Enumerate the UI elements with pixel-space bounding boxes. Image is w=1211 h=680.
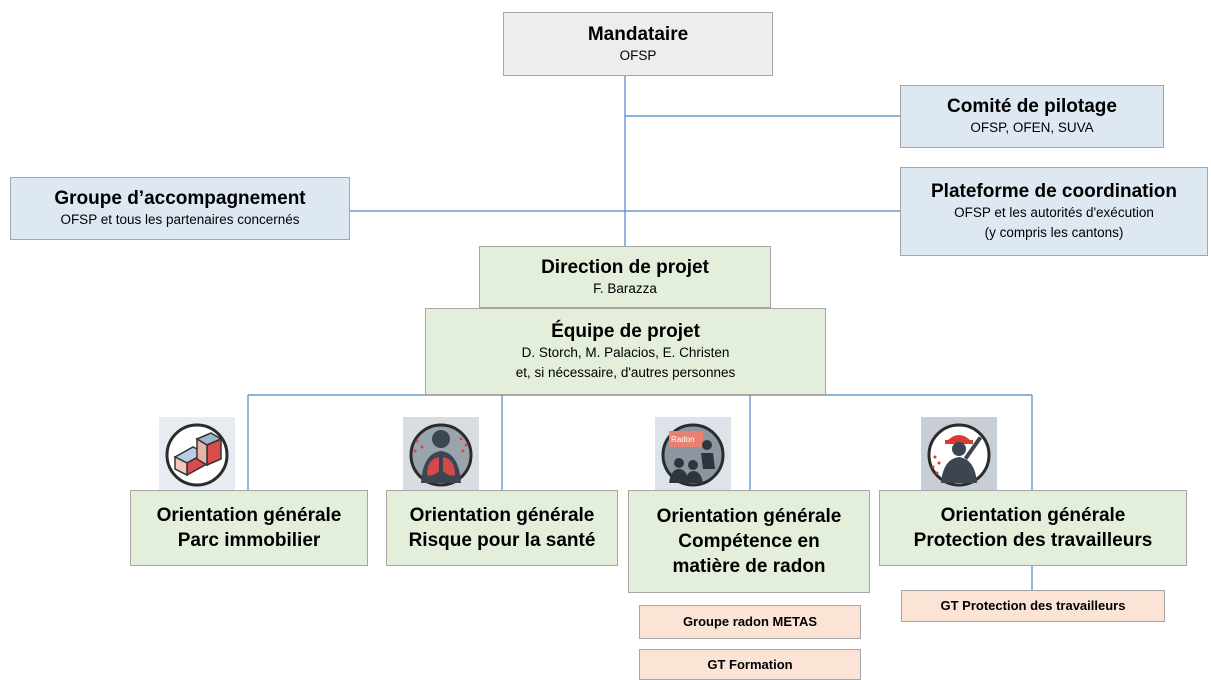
orientation-3-line2: Compétence en	[678, 531, 820, 552]
gt-formation-box: GT Formation	[639, 649, 861, 680]
orientation-2-line1: Orientation générale	[409, 505, 595, 526]
equipe-sub2: et, si nécessaire, d'autres personnes	[515, 365, 736, 380]
comite-title: Comité de pilotage	[947, 96, 1117, 117]
direction-sub: F. Barazza	[593, 280, 657, 296]
plateforme-title: Plateforme de coordination	[931, 181, 1177, 202]
equipe-title: Équipe de projet	[551, 321, 700, 342]
gt-protection-travailleurs-box: GT Protection des travailleurs	[901, 590, 1165, 622]
equipe-box: Équipe de projet D. Storch, M. Palacios,…	[425, 308, 826, 395]
orientation-1-line1: Orientation générale	[156, 505, 342, 526]
lungs-icon	[403, 417, 479, 493]
orientation-3-line1: Orientation générale	[656, 506, 842, 527]
mandataire-sub: OFSP	[619, 47, 657, 63]
orientation-competence-radon: Orientation générale Compétence en matiè…	[628, 490, 870, 593]
worker-icon	[921, 417, 997, 493]
orientation-protection-travailleurs: Orientation générale Protection des trav…	[879, 490, 1187, 566]
radon-icon-label: Radon	[671, 435, 695, 444]
mandataire-box: Mandataire OFSP	[503, 12, 773, 76]
orientation-2-line2: Risque pour la santé	[408, 530, 596, 551]
orientation-4-line2: Protection des travailleurs	[913, 530, 1153, 551]
direction-box: Direction de projet F. Barazza	[479, 246, 771, 308]
groupe-box: Groupe d’accompagnement OFSP et tous les…	[10, 177, 350, 240]
comite-box: Comité de pilotage OFSP, OFEN, SUVA	[900, 85, 1164, 148]
plateforme-sub2: (y compris les cantons)	[984, 225, 1124, 240]
mandataire-title: Mandataire	[587, 23, 689, 45]
plateforme-box: Plateforme de coordination OFSP et les a…	[900, 167, 1208, 256]
orientation-parc-immobilier: Orientation générale Parc immobilier	[130, 490, 368, 566]
direction-title: Direction de projet	[541, 256, 709, 278]
groupe-sub: OFSP et tous les partenaires concernés	[60, 212, 300, 227]
orientation-4-line1: Orientation générale	[940, 505, 1126, 526]
radon-training-icon: Radon	[655, 417, 731, 493]
groupe-radon-metas-label: Groupe radon METAS	[682, 614, 818, 629]
comite-sub: OFSP, OFEN, SUVA	[970, 120, 1094, 135]
groupe-title: Groupe d’accompagnement	[54, 188, 306, 209]
orientation-3-line3: matière de radon	[672, 556, 826, 577]
buildings-icon	[159, 417, 235, 493]
gt-formation-label: GT Formation	[707, 656, 793, 672]
plateforme-sub1: OFSP et les autorités d'exécution	[954, 205, 1154, 220]
gt-protection-travailleurs-label: GT Protection des travailleurs	[940, 598, 1126, 613]
equipe-sub1: D. Storch, M. Palacios, E. Christen	[521, 345, 730, 360]
orientation-1-line2: Parc immobilier	[177, 530, 321, 551]
orientation-risque-sante: Orientation générale Risque pour la sant…	[386, 490, 618, 566]
groupe-radon-metas-box: Groupe radon METAS	[639, 605, 861, 639]
